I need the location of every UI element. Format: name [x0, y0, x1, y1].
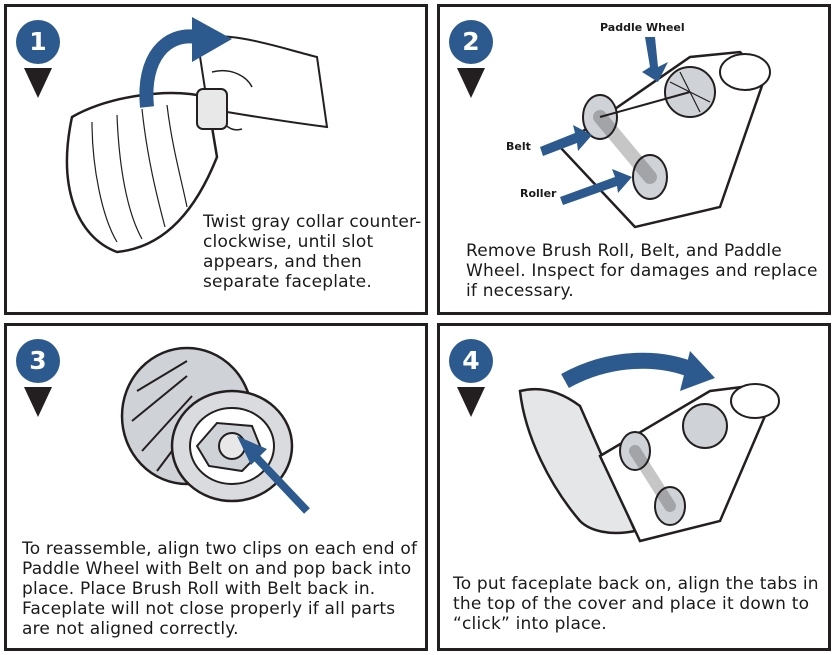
step-3-badge: 3: [16, 339, 60, 423]
twist-collar-illustration: [65, 17, 329, 254]
down-arrow-icon: [24, 387, 52, 417]
close-faceplate-illustration: [518, 351, 780, 543]
step-2-caption: Remove Brush Roll, Belt, and Paddle Whee…: [466, 241, 818, 301]
step-3-panel: 3 To reassemble, align two clips on each…: [4, 323, 428, 651]
step-number: 1: [16, 20, 60, 64]
label-roller: Roller: [520, 187, 557, 200]
step-number: 3: [16, 339, 60, 383]
brush-assembly-illustration: [540, 37, 771, 229]
step-4-panel: 4 To put faceplate back on, align the ta…: [437, 323, 831, 651]
step-3-caption: To reassemble, align two clips on each e…: [22, 539, 418, 639]
down-arrow-icon: [457, 387, 485, 417]
label-paddle-wheel: Paddle Wheel: [600, 21, 685, 34]
step-2-panel: 2 Paddle Wheel Belt Roller Remove Brush …: [437, 4, 831, 315]
step-4-badge: 4: [449, 339, 493, 423]
label-belt: Belt: [506, 140, 531, 153]
step-1-caption: Twist gray collar counter-clockwise, unt…: [203, 212, 422, 292]
step-1-badge: 1: [16, 20, 60, 104]
step-number: 4: [449, 339, 493, 383]
down-arrow-icon: [24, 68, 52, 98]
down-arrow-icon: [457, 68, 485, 98]
step-4-caption: To put faceplate back on, align the tabs…: [453, 574, 819, 634]
step-1-panel: 1 Twist gray collar counter-clockwise, u…: [4, 4, 428, 315]
step-2-badge: 2: [449, 20, 493, 104]
paddle-wheel-illustration: [120, 346, 310, 514]
step-number: 2: [449, 20, 493, 64]
